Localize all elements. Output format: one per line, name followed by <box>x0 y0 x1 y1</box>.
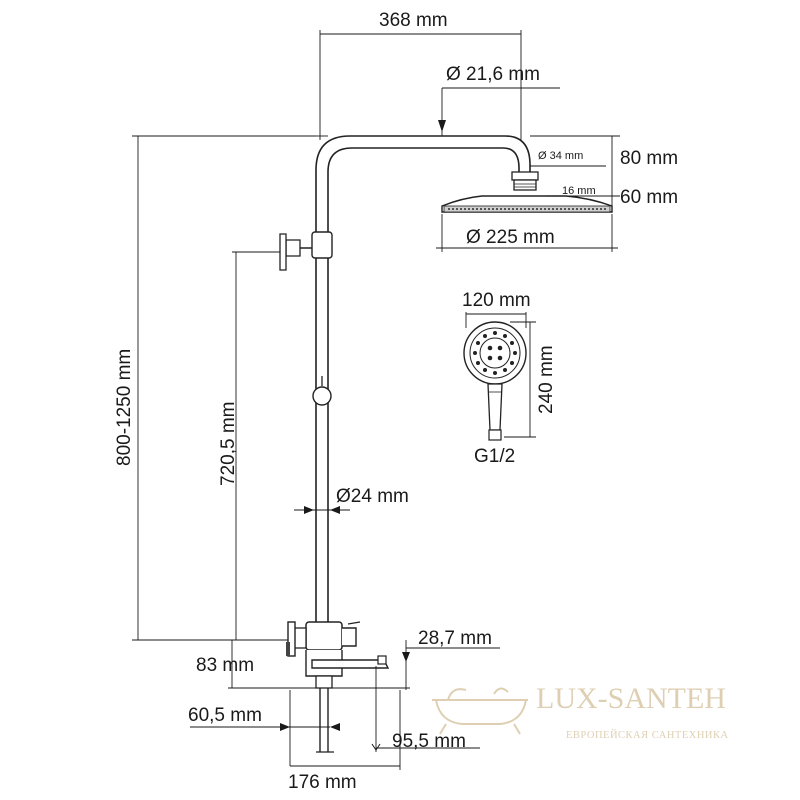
mixer-height-dimension: 83 mm <box>196 640 410 689</box>
handshower-thread-label: G1/2 <box>474 446 515 467</box>
spout-length-dimension: 95,5 mm <box>371 666 480 752</box>
wall-to-inlet-label: 60,5 mm <box>188 705 262 726</box>
head-diameter-label: Ø 225 mm <box>466 227 555 248</box>
mixer-valve <box>286 621 390 753</box>
arm-diameter-label: Ø 21,6 mm <box>446 64 540 85</box>
mixer-width-dimension: 176 mm <box>288 690 401 793</box>
shower-head-connector <box>511 171 539 191</box>
mixer-height-label: 83 mm <box>196 655 254 676</box>
handshower-width-label: 120 mm <box>462 290 531 311</box>
arm-length-dimension: 368 mm <box>319 10 522 145</box>
watermark-brand: LUX-SANTEH <box>536 682 726 715</box>
rod-diameter-label: Ø24 mm <box>336 486 409 507</box>
riser-rod <box>279 231 333 622</box>
hand-shower: 120 mm 240 mm G1/2 <box>462 290 557 467</box>
bathtub-logo-icon <box>432 687 528 735</box>
handshower-length-label: 240 mm <box>536 345 557 414</box>
head-diameter-dimension: Ø 225 mm <box>436 214 618 252</box>
head-height-label: 60 mm <box>620 187 678 208</box>
rod-diameter-dimension: Ø24 mm <box>294 486 409 514</box>
arm-length-label: 368 mm <box>379 10 448 31</box>
spout-offset-label: 28,7 mm <box>418 628 492 649</box>
head-thickness-label: 16 mm <box>562 185 596 197</box>
head-height-dimension: 16 mm 60 mm <box>546 185 678 208</box>
connector-diameter-label: Ø 34 mm <box>538 150 583 162</box>
total-height-dimension: 800-1250 mm <box>114 135 316 641</box>
total-height-label: 800-1250 mm <box>114 349 135 466</box>
connector-diameter-dimension: Ø 34 mm 80 mm <box>530 135 678 212</box>
watermark: LUX-SANTEH ЕВРОПЕЙСКАЯ САНТЕХНИКА <box>432 682 729 741</box>
connector-height-label: 80 mm <box>620 148 678 169</box>
mixer-width-label: 176 mm <box>288 772 357 793</box>
holder-height-dimension: 720,5 mm <box>218 251 280 640</box>
shower-arm <box>315 135 531 240</box>
watermark-tagline: ЕВРОПЕЙСКАЯ САНТЕХНИКА <box>566 729 729 741</box>
spout-length-label: 95,5 mm <box>392 731 466 752</box>
holder-height-label: 720,5 mm <box>218 402 239 486</box>
spout-offset-dimension: 28,7 mm <box>402 628 500 690</box>
rain-shower-head <box>441 195 613 213</box>
wall-to-inlet-dimension: 60,5 mm <box>188 690 340 766</box>
